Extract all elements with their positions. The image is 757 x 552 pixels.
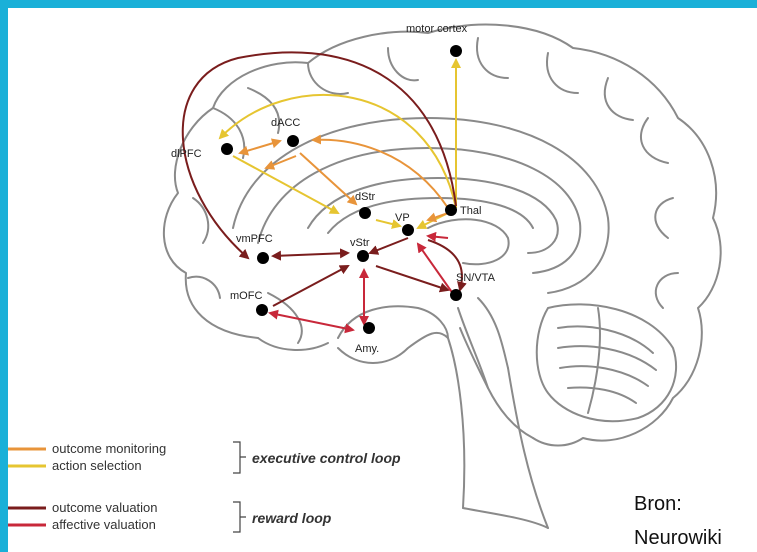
legend-label-affective-valuation: affective valuation — [52, 517, 156, 532]
svg-text:Amy.: Amy. — [355, 343, 379, 355]
legend-bracket — [233, 502, 246, 532]
source-line-2: Neurowiki — [634, 527, 722, 549]
legend-label-action-selection: action selection — [52, 458, 142, 473]
svg-text:vStr: vStr — [350, 237, 370, 249]
node-amy: Amy. — [355, 322, 379, 355]
node-vp: VP — [395, 212, 414, 236]
svg-text:vmPFC: vmPFC — [236, 233, 273, 245]
legend-loop-executive: executive control loop — [252, 450, 401, 466]
figure-panel: motor cortex dlPFC dACC dStr VP Thal vmP… — [8, 8, 757, 552]
svg-text:SN/VTA: SN/VTA — [456, 272, 496, 284]
svg-text:dACC: dACC — [271, 117, 300, 129]
svg-text:mOFC: mOFC — [230, 290, 262, 302]
brain-circuit-diagram: motor cortex dlPFC dACC dStr VP Thal vmP… — [8, 8, 757, 552]
brain-outline — [164, 25, 721, 528]
node-mofc: mOFC — [230, 290, 268, 316]
legend-reward: outcome valuation affective valuation re… — [8, 500, 332, 532]
node-motor-cortex: motor cortex — [406, 23, 468, 57]
node-dlpfc: dlPFC — [171, 143, 233, 160]
legend-bracket — [233, 442, 246, 473]
action-selection-connections — [220, 60, 456, 228]
node-vmpfc: vmPFC — [236, 233, 273, 264]
legend-label-outcome-monitoring: outcome monitoring — [52, 441, 166, 456]
svg-text:Thal: Thal — [460, 205, 481, 217]
svg-text:dlPFC: dlPFC — [171, 148, 202, 160]
outcome-monitoring-connections — [240, 140, 454, 220]
node-snvta: SN/VTA — [450, 272, 496, 301]
svg-text:dStr: dStr — [355, 191, 376, 203]
legend-label-outcome-valuation: outcome valuation — [52, 500, 158, 515]
legend-executive: outcome monitoring action selection exec… — [8, 441, 401, 473]
svg-text:VP: VP — [395, 212, 410, 224]
node-vstr: vStr — [350, 237, 370, 262]
node-thal: Thal — [445, 204, 481, 217]
legend-loop-reward: reward loop — [252, 510, 332, 526]
source-credit: Bron: Neurowiki — [634, 487, 722, 552]
svg-text:motor cortex: motor cortex — [406, 23, 468, 35]
source-line-1: Bron: — [634, 493, 682, 515]
